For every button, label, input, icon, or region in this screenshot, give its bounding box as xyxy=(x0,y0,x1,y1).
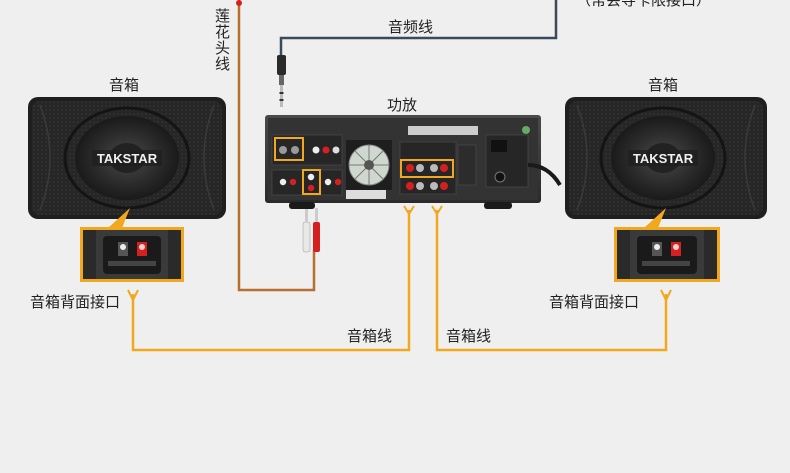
speaker-wire-left xyxy=(127,205,415,352)
speaker-wire-right-label: 音箱线 xyxy=(446,327,492,345)
speaker-wire-right xyxy=(431,205,672,352)
rear-port-callout-left xyxy=(80,208,184,282)
speaker-wire-left-label: 音箱线 xyxy=(347,327,393,345)
logo-right: TAKSTAR xyxy=(633,151,694,166)
rear-port-right-label: 音箱背面接口 xyxy=(549,293,640,311)
speaker-right: TAKSTAR xyxy=(565,97,767,219)
speaker-left: TAKSTAR xyxy=(28,97,226,219)
logo-left: TAKSTAR xyxy=(97,151,158,166)
rear-port-left-label: 音箱背面接口 xyxy=(30,293,121,311)
rear-port-callout-right xyxy=(614,208,720,282)
audio-cable-label: 音频线 xyxy=(388,18,434,36)
top-note: （常会导卡限接口） xyxy=(576,0,712,9)
rca-cable xyxy=(236,0,320,292)
amplifier xyxy=(265,115,562,209)
amplifier-label: 功放 xyxy=(387,96,418,114)
rca-cable-label: 莲花头线 xyxy=(213,8,231,72)
rca-plug-white xyxy=(302,208,311,253)
rca-plug-red xyxy=(313,208,320,252)
speaker-right-label: 音箱 xyxy=(648,76,679,94)
speaker-left-label: 音箱 xyxy=(109,76,140,94)
audio-cable xyxy=(277,0,558,107)
